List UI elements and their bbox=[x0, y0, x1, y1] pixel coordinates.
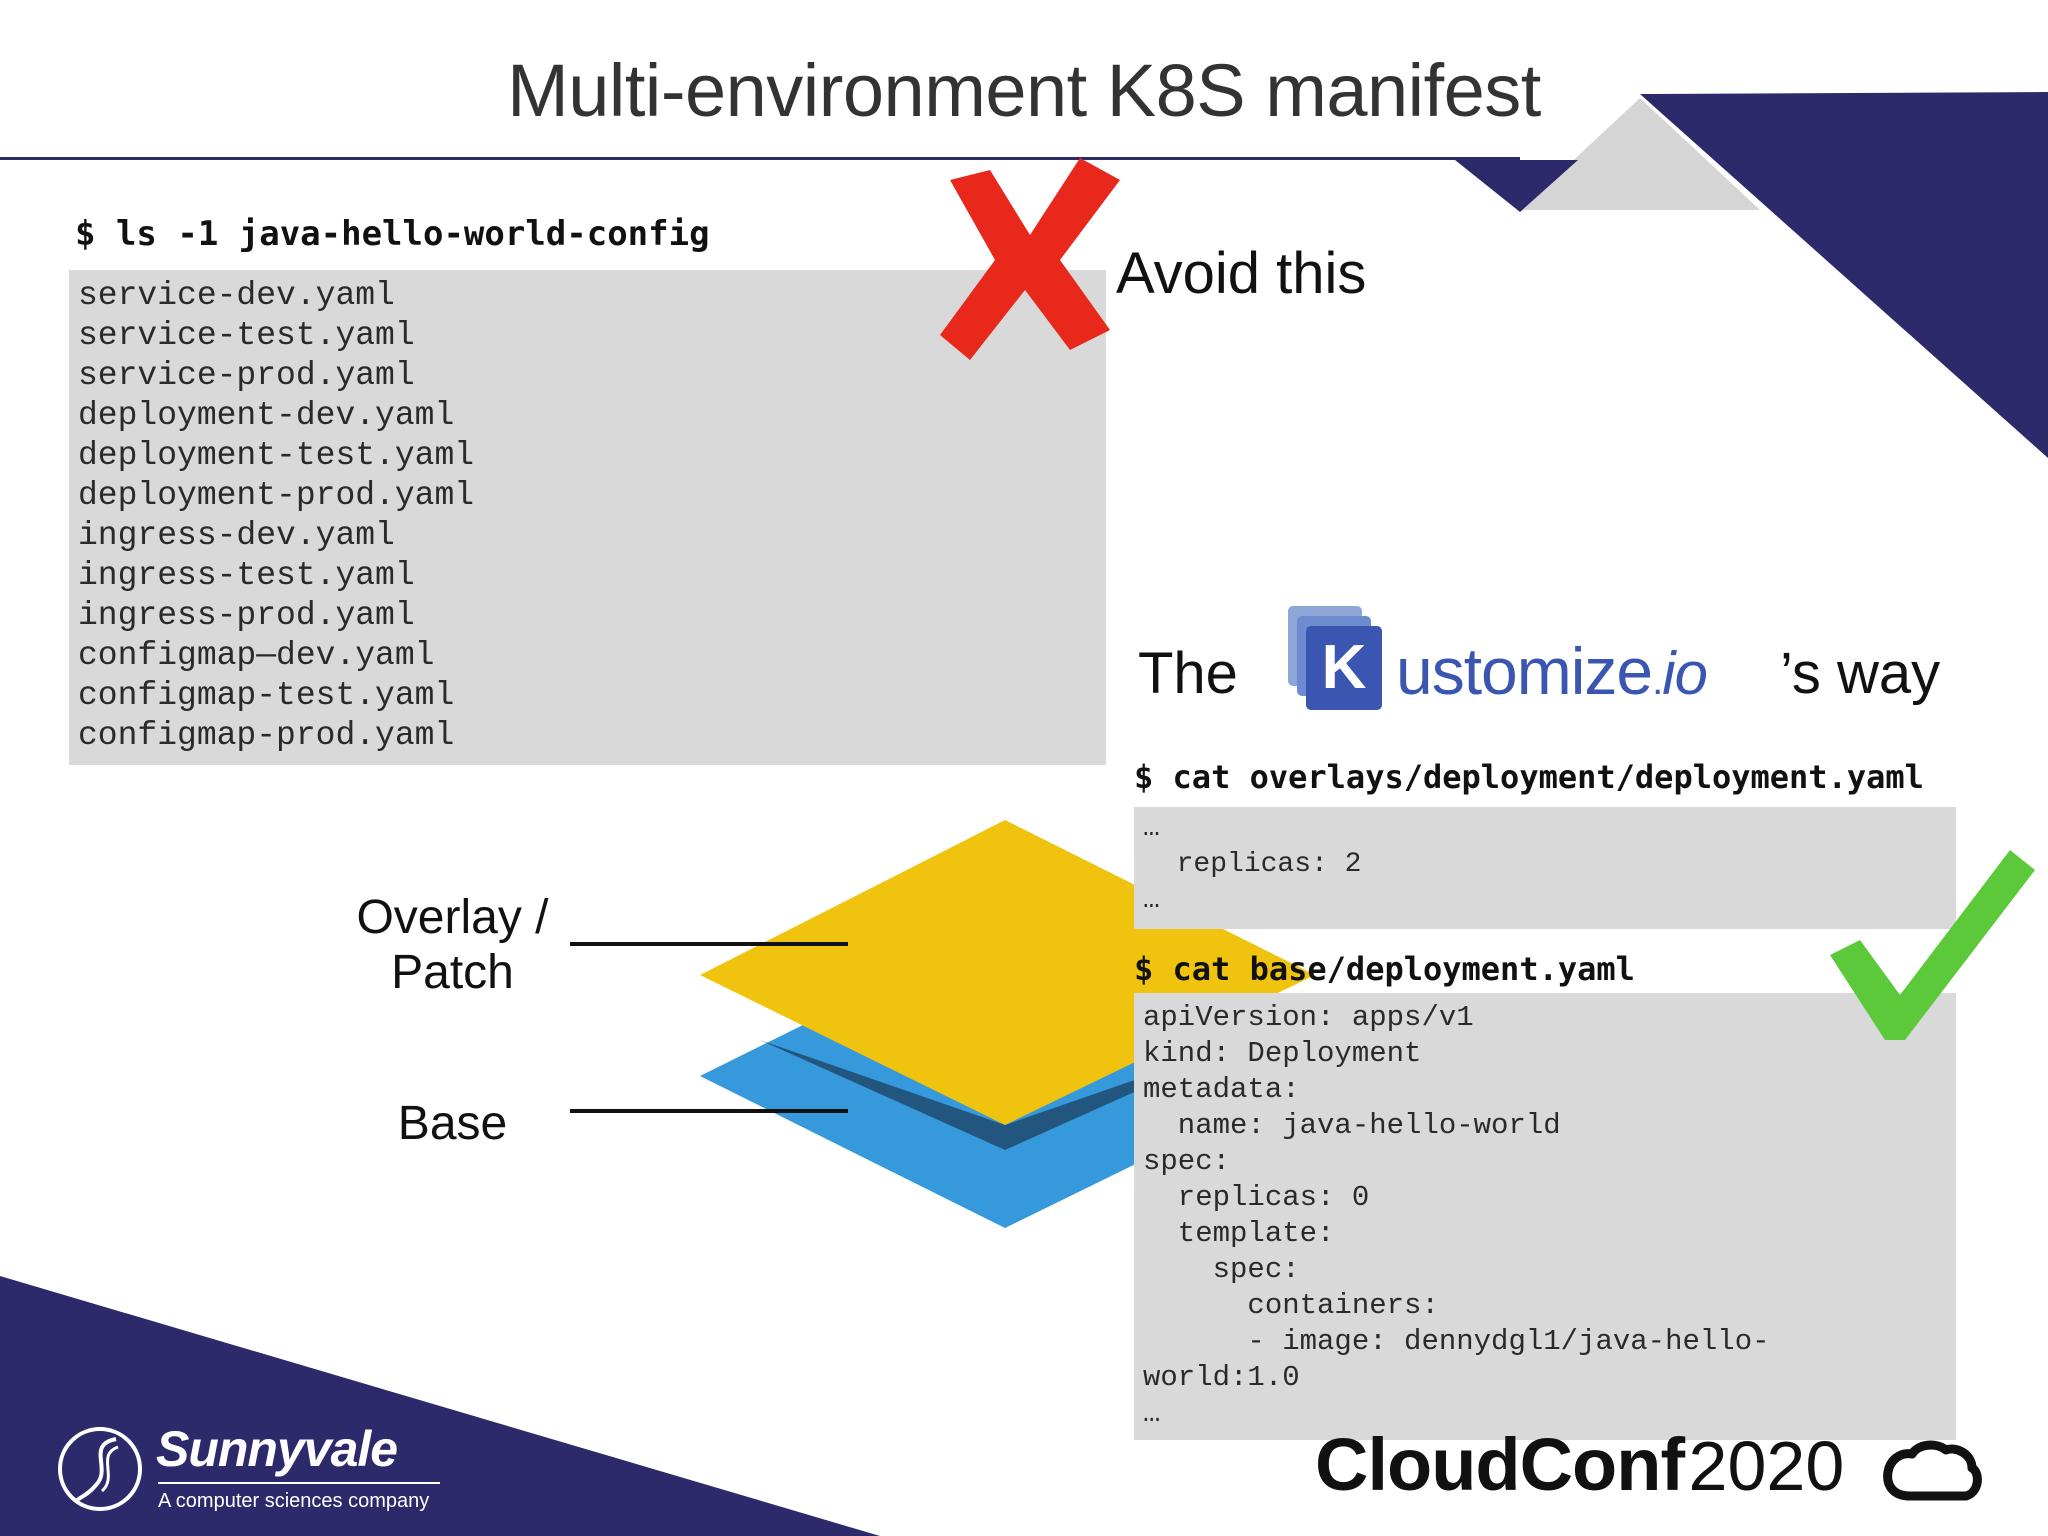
code-line: spec: bbox=[1143, 1144, 1956, 1180]
code-line: metadata: bbox=[1143, 1072, 1956, 1108]
avoid-this-label: Avoid this bbox=[1116, 240, 1366, 307]
code-line: ingress-test.yaml bbox=[78, 556, 1106, 596]
conference-year: 2020 bbox=[1689, 1427, 1845, 1505]
code-line: - image: dennydgl1/java-hello- bbox=[1143, 1324, 1956, 1360]
sunnyvale-logo-icon bbox=[56, 1425, 144, 1513]
code-line: … bbox=[1143, 811, 1956, 847]
code-line: configmap-prod.yaml bbox=[78, 716, 1106, 756]
code-line: ingress-dev.yaml bbox=[78, 516, 1106, 556]
company-divider bbox=[158, 1482, 440, 1484]
base-cat-command: $ cat base/deployment.yaml bbox=[1134, 950, 1635, 988]
conference-wordmark: CloudConf 2020 bbox=[1315, 1422, 1844, 1507]
overlay-label-line1: Overlay / bbox=[330, 890, 575, 945]
code-line: deployment-dev.yaml bbox=[78, 396, 1106, 436]
the-label: The bbox=[1138, 640, 1238, 707]
kustomize-logo-icon: K bbox=[1288, 606, 1384, 716]
code-line: ingress-prod.yaml bbox=[78, 596, 1106, 636]
overlay-patch-label: Overlay / Patch bbox=[330, 890, 575, 1000]
company-name: Sunnyvale bbox=[156, 1420, 397, 1478]
code-line: deployment-prod.yaml bbox=[78, 476, 1106, 516]
overlay-label-line2: Patch bbox=[330, 945, 575, 1000]
kustomize-wordmark: ustomize.io bbox=[1396, 633, 1707, 709]
company-tagline: A computer sciences company bbox=[158, 1490, 429, 1513]
red-cross-icon bbox=[930, 150, 1130, 365]
code-line: deployment-test.yaml bbox=[78, 436, 1106, 476]
overlay-cat-command: $ cat overlays/deployment/deployment.yam… bbox=[1134, 758, 1924, 796]
green-check-icon bbox=[1820, 845, 2040, 1045]
code-line: replicas: 0 bbox=[1143, 1180, 1956, 1216]
code-line: template: bbox=[1143, 1216, 1956, 1252]
kustomize-logo-letter: K bbox=[1306, 626, 1382, 710]
code-line: name: java-hello-world bbox=[1143, 1108, 1956, 1144]
way-label: ’s way bbox=[1780, 640, 1940, 707]
code-line: containers: bbox=[1143, 1288, 1956, 1324]
kustomize-wordmark-io: io bbox=[1662, 640, 1707, 707]
code-line: world:1.0 bbox=[1143, 1360, 1956, 1396]
base-label: Base bbox=[330, 1096, 575, 1151]
kustomize-wordmark-text: ustomize bbox=[1396, 634, 1652, 708]
code-line: configmap-test.yaml bbox=[78, 676, 1106, 716]
conference-name: CloudConf bbox=[1315, 1423, 1684, 1506]
code-line: spec: bbox=[1143, 1252, 1956, 1288]
title-underline bbox=[0, 157, 1520, 160]
cloud-icon bbox=[1880, 1438, 1984, 1506]
top-right-navy-shape bbox=[1640, 92, 2048, 458]
slide-title: Multi-environment K8S manifest bbox=[0, 48, 2048, 133]
ls-command: $ ls -1 java-hello-world-config bbox=[75, 214, 710, 254]
code-line: configmap—dev.yaml bbox=[78, 636, 1106, 676]
